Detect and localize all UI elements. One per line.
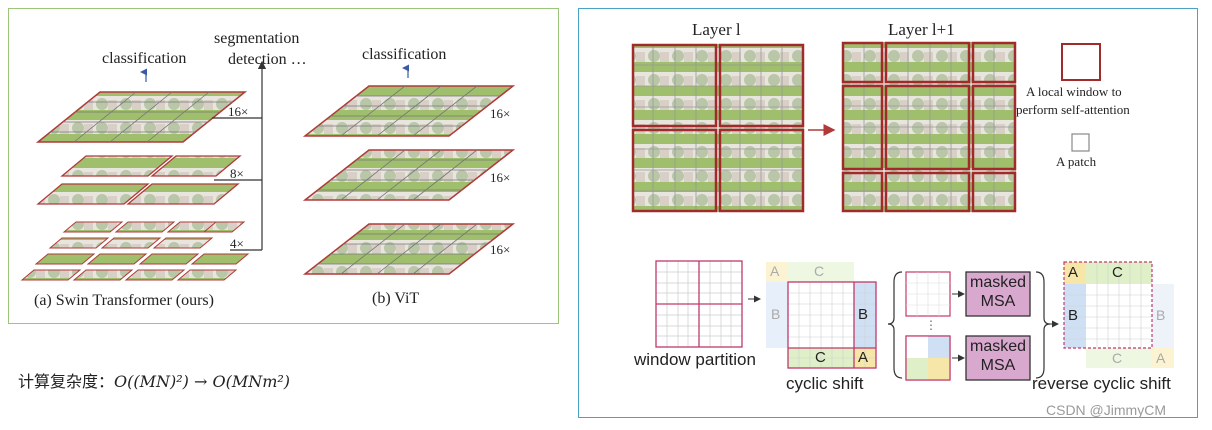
vit-scale-top: 16× — [490, 106, 511, 121]
shift-ghost-a: A — [770, 263, 780, 279]
layer-l-grid — [631, 43, 805, 213]
vit-scale-bottom: 16× — [490, 242, 511, 257]
complexity-prefix: 计算复杂度： — [18, 372, 115, 391]
caption-swin: (a) Swin Transformer (ours) — [34, 292, 214, 309]
masked-msa-box-top — [965, 271, 1031, 317]
shift-region-b: B — [858, 306, 869, 323]
cyclic-shift-grid — [766, 262, 877, 369]
swin-stage-8x — [36, 155, 242, 205]
reverse-region-a: A — [1068, 264, 1079, 281]
layer-l-title: Layer l — [692, 20, 741, 39]
legend-window-swatch — [1061, 43, 1101, 81]
legend-window-label-line2: perform self-attention — [1016, 102, 1130, 117]
scale-8x-label: 8× — [230, 166, 244, 181]
masked-msa-bottom-line2: MSA — [980, 357, 1016, 374]
legend-patch-swatch — [1071, 133, 1090, 152]
layer-l1-title: Layer l+1 — [888, 20, 955, 39]
reverse-ghost-a: A — [1156, 350, 1166, 366]
window-partition-label: window partition — [634, 350, 756, 369]
reverse-cyclic-shift-label: reverse cyclic shift — [1032, 374, 1171, 393]
shifted-window-panel — [578, 8, 1198, 418]
legend-patch-label: A patch — [1056, 154, 1097, 169]
cyclic-shift-label: cyclic shift — [786, 374, 864, 393]
vertical-ellipsis: ⋮ — [925, 318, 937, 332]
swin-vs-vit-panel — [8, 8, 559, 324]
scale-16x-label: 16× — [228, 104, 249, 119]
shift-ghost-c: C — [814, 263, 825, 279]
shift-ghost-b: B — [771, 306, 781, 322]
legend-window-label-line1: A local window to — [1026, 84, 1122, 99]
vit-stage-bottom — [302, 223, 516, 275]
left-brace — [887, 271, 903, 379]
masked-msa-top-line2: MSA — [980, 293, 1016, 310]
window-partition-grid — [655, 260, 743, 348]
reverse-shift-grid — [1063, 261, 1174, 368]
masked-window-top — [905, 271, 951, 317]
shift-region-c: C — [815, 349, 826, 366]
segmentation-label: segmentation — [214, 30, 300, 47]
complexity-formula: O((MN)²) → O(MNm²) — [114, 372, 291, 391]
caption-vit: (b) ViT — [372, 290, 420, 307]
masked-window-bottom — [905, 335, 951, 381]
vit-classification-label: classification — [362, 46, 447, 63]
swin-classification-label: classification — [102, 50, 187, 67]
shift-region-a: A — [858, 349, 869, 366]
swin-stage-16x — [35, 91, 248, 143]
vit-stage-middle — [302, 149, 516, 201]
detection-label: detection … — [228, 51, 307, 68]
vit-stage-top — [302, 85, 516, 137]
complexity-line: 计算复杂度：O((MN)²) → O(MNm²) — [18, 368, 290, 392]
masked-msa-box-bottom — [965, 335, 1031, 381]
reverse-ghost-c: C — [1112, 350, 1123, 366]
reverse-region-b: B — [1068, 307, 1079, 324]
scale-4x-label: 4× — [230, 236, 244, 251]
swin-stage-4x — [20, 221, 250, 281]
layer-l1-grid — [841, 41, 1017, 213]
feature-pyramid-connector — [212, 60, 267, 251]
masked-msa-top-line1: masked — [969, 274, 1027, 291]
reverse-region-c: C — [1112, 264, 1123, 281]
watermark: CSDN @JimmyCM — [1046, 402, 1166, 418]
reverse-ghost-b: B — [1156, 307, 1166, 323]
vit-scale-middle: 16× — [490, 170, 511, 185]
masked-msa-bottom-line1: masked — [969, 338, 1027, 355]
